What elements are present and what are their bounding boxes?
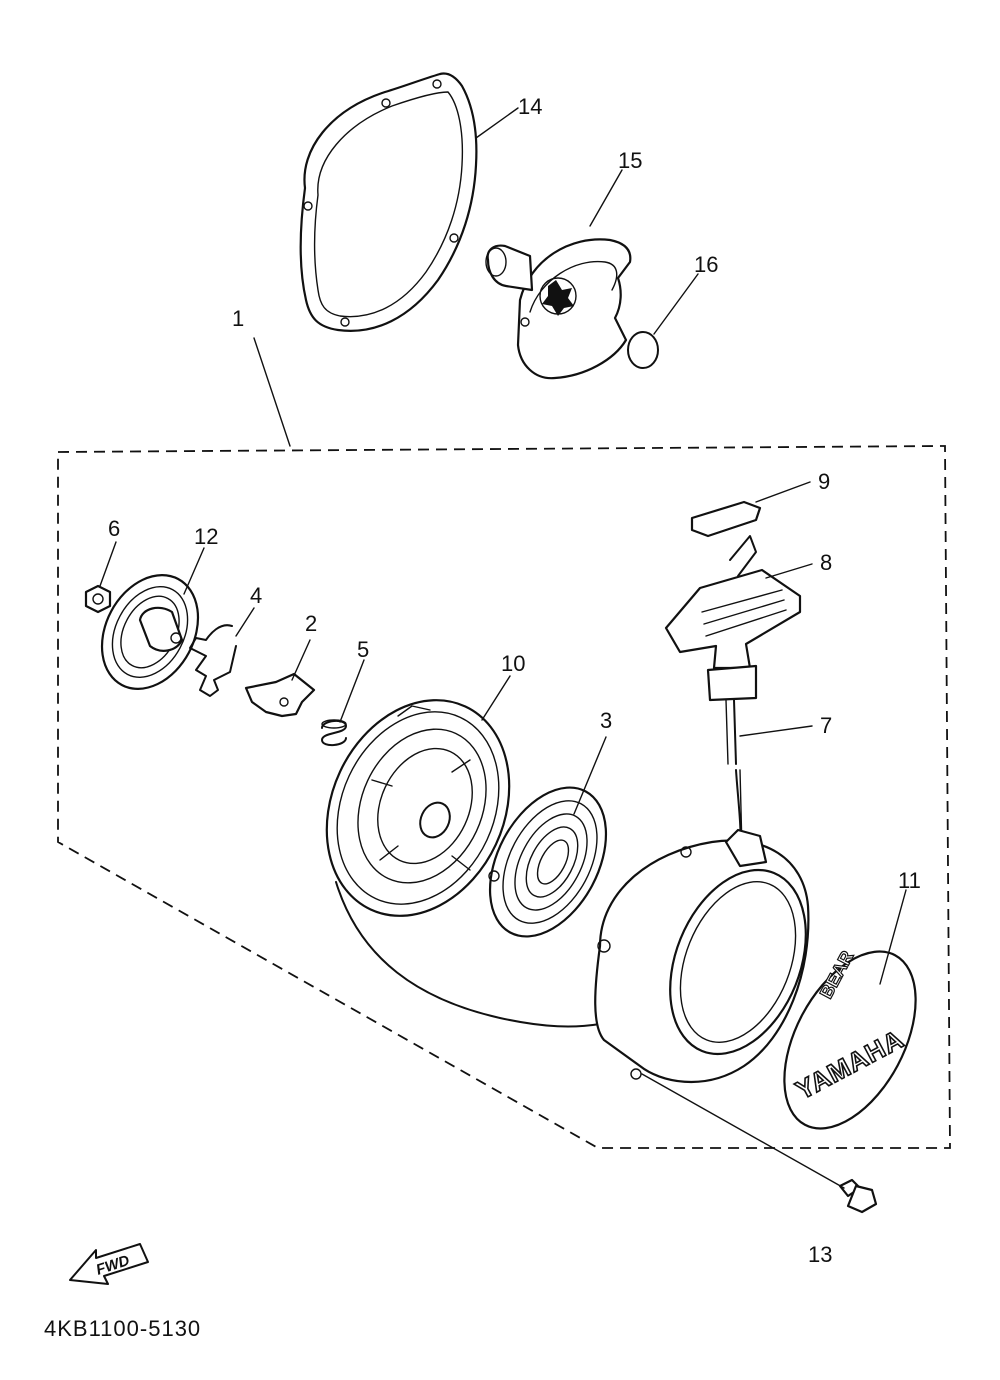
callout-16: 16 <box>694 252 718 277</box>
callout-8: 8 <box>820 550 832 575</box>
part-3-spiral-spring <box>488 786 608 938</box>
callout-9: 9 <box>818 469 830 494</box>
starter-case <box>594 828 810 1084</box>
part-9-handle-cap <box>690 500 762 538</box>
part-13-bolt <box>838 1178 878 1214</box>
callout-5: 5 <box>357 637 369 662</box>
part-5-spring <box>321 719 347 746</box>
callout-12: 12 <box>194 524 218 549</box>
part-12-drive-plate <box>100 574 200 690</box>
callout-10: 10 <box>501 651 525 676</box>
part-14-gasket <box>299 72 478 332</box>
callout-labels: 1 2 3 4 5 6 7 8 9 10 11 12 13 14 15 16 <box>108 94 921 1267</box>
part-15-drive-pulley <box>485 238 632 380</box>
part-2-pawl <box>244 672 316 718</box>
leader-lines <box>99 107 907 1189</box>
callout-7: 7 <box>820 713 832 738</box>
callout-14: 14 <box>518 94 542 119</box>
callout-4: 4 <box>250 583 262 608</box>
callout-13: 13 <box>808 1242 832 1267</box>
callout-2: 2 <box>305 611 317 636</box>
part-6-nut <box>84 584 112 614</box>
callout-3: 3 <box>600 708 612 733</box>
fwd-arrow: FWD <box>69 1243 149 1285</box>
drawing-code: 4KB1100-5130 <box>44 1316 201 1341</box>
part-16-o-ring <box>627 331 659 369</box>
callout-15: 15 <box>618 148 642 173</box>
callout-6: 6 <box>108 516 120 541</box>
part-10-sheave-drum <box>325 699 511 917</box>
part-4-spring-clip <box>189 624 237 697</box>
part-8-starter-handle <box>664 535 802 702</box>
callout-1: 1 <box>232 306 244 331</box>
callout-11: 11 <box>898 868 921 893</box>
